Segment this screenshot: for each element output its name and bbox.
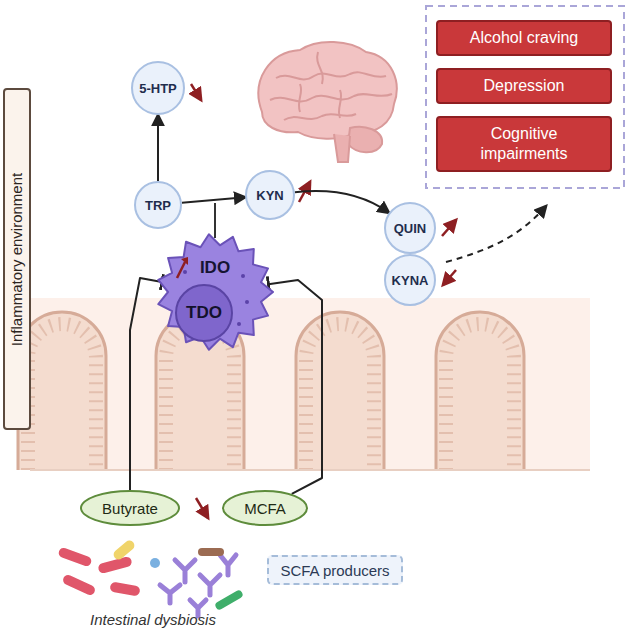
villus-cells [446,324,514,470]
metabolite-circle: 5-HTP [131,61,185,115]
node-text: MCFA [244,500,286,517]
villus [296,312,384,470]
cell-dot [245,300,249,304]
outcome-box: Depression [436,68,612,104]
group-label-box: SCFA producers [267,555,402,585]
outcome-box: Cognitive impairments [436,116,612,172]
effect-arrow [446,206,546,262]
node-text: Inflammatory environment [9,172,26,345]
node-text: SCFA producers [280,562,389,579]
villus [436,312,524,470]
villus-cells [306,324,374,470]
connector [130,278,162,490]
caption-label: Intestinal dysbiosis [90,611,216,628]
metabolite-circle: TRP [134,181,182,229]
metabolite-oval: Butyrate [80,490,180,526]
node-text: KYNA [392,273,429,288]
bacteria [57,538,244,616]
node-text: Alcohol craving [462,28,587,48]
node-text: Butyrate [102,500,158,517]
trend-arrow-head [181,257,188,265]
trend-arrow [191,84,201,100]
node-text: Depression [476,76,573,96]
metabolite-circle: QUIN [384,202,436,254]
node-text: KYN [256,188,283,203]
node-text: TDO [186,303,222,323]
node-text: TRP [145,198,171,213]
enzyme-link [214,203,216,238]
node-text: IDO [155,232,275,278]
cell-dot [183,270,187,274]
immune-cell: IDO TDO [155,232,275,352]
node-text: 5-HTP [139,81,177,96]
villus [18,312,106,470]
node-text: QUIN [394,221,427,236]
villus-cells [166,324,234,470]
outcome-box: Alcohol craving [436,20,612,56]
trend-arrow [443,270,456,285]
cell-dot [241,274,245,278]
outcome-group [426,6,624,188]
metabolite-circle: KYNA [384,254,436,306]
brain-illustration [258,42,396,162]
cell-body [158,234,273,349]
connector [268,280,322,494]
connector [182,197,245,203]
trend-arrow [196,498,208,518]
metabolite-circle: KYN [245,170,295,220]
connector [295,191,389,213]
connector [157,115,159,181]
villi [18,312,524,470]
node-text: Cognitive impairments [438,124,610,164]
villus-cells [28,324,96,470]
cell-nucleus: TDO [175,284,233,342]
gut-base [30,469,590,471]
side-band: Inflammatory environment [3,88,31,430]
trend-arrow [442,220,456,236]
metabolite-oval: MCFA [222,490,308,526]
cell-dot [237,322,241,326]
gut-band [30,298,590,470]
trend-arrow [177,262,185,278]
